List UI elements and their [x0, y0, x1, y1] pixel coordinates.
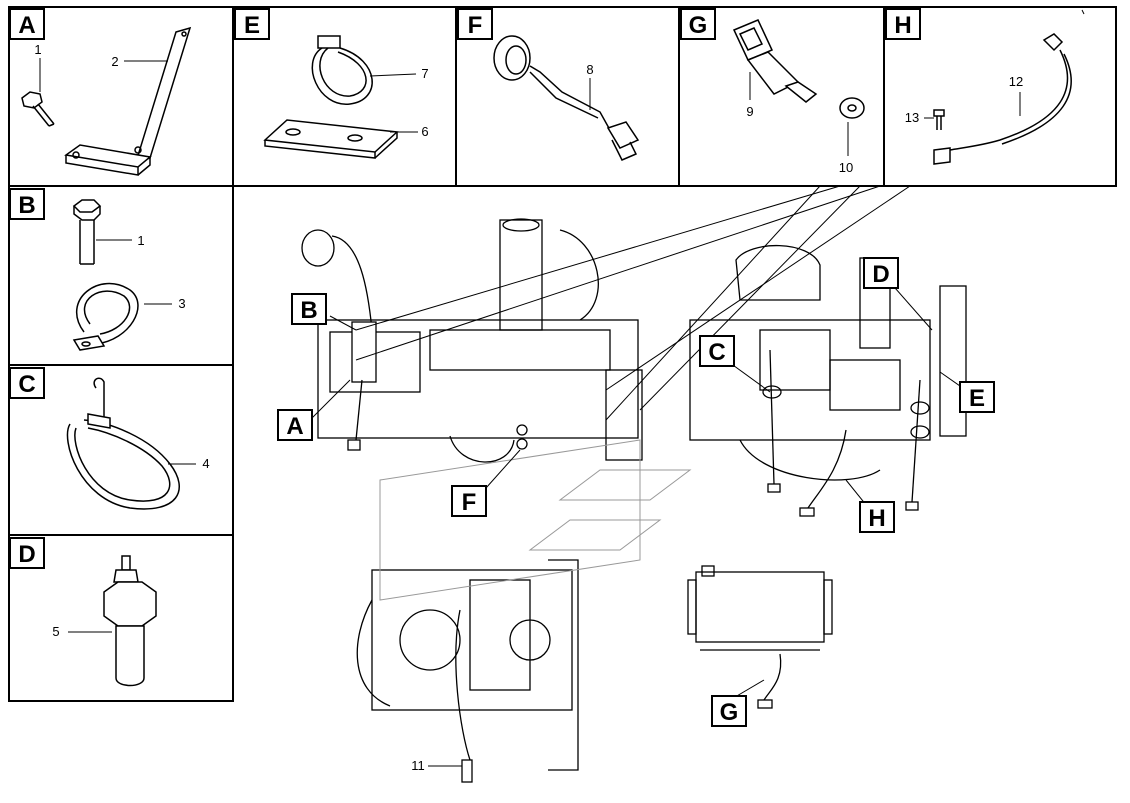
engine-rear-view — [689, 244, 967, 517]
part-11-label: 11 — [411, 758, 425, 773]
engine-side-view — [301, 218, 643, 463]
callout-a-letter: A — [286, 413, 303, 440]
panel-c-letter: C — [18, 371, 35, 398]
bolt-icon — [21, 91, 55, 127]
callout-g-box — [711, 695, 747, 727]
cable-tie-icon — [66, 377, 180, 510]
panel-g-part-10: 10 — [839, 160, 853, 175]
callout-a-box — [277, 409, 313, 441]
panel-h-letter: H — [894, 12, 911, 39]
panel-g-letter: G — [689, 12, 708, 39]
sensor-with-harness-icon — [493, 35, 640, 161]
callout-h-box — [859, 501, 895, 533]
callout-e-letter: E — [969, 385, 985, 412]
panel-h-part-13: 13 — [905, 110, 919, 125]
pressure-switch-icon — [732, 19, 818, 103]
bracket-icon — [64, 26, 192, 176]
panel-b-part-1: 1 — [137, 233, 144, 248]
control-unit-view — [687, 565, 833, 709]
panel-e-letter: E — [244, 12, 260, 39]
ground-cable-icon — [933, 33, 1072, 165]
washer-icon — [839, 97, 865, 119]
cable-tie-mount-icon — [311, 35, 373, 105]
p-clamp-icon — [72, 282, 139, 351]
callout-c-letter: C — [708, 339, 725, 366]
panel-e-part-7: 7 — [421, 66, 428, 81]
panel-g-part-9: 9 — [746, 104, 753, 119]
panel-a-part-2: 2 — [111, 54, 118, 69]
temperature-sensor-icon — [103, 555, 157, 687]
panel-e-part-6: 6 — [421, 124, 428, 139]
panel-h-part-12: 12 — [1009, 74, 1023, 89]
background-arrow-graphics — [379, 439, 692, 601]
callout-h-letter: H — [868, 505, 885, 532]
panel-d-letter: D — [18, 541, 35, 568]
callout-b-box — [291, 293, 327, 325]
panel-b-letter: B — [18, 192, 35, 219]
callout-f-letter: F — [462, 489, 477, 516]
sensor-icon — [301, 229, 373, 331]
callout-f-box — [451, 485, 487, 517]
panel-c-drawing — [66, 377, 196, 510]
panel-e-drawing — [263, 35, 418, 159]
panel-h-frame — [883, 6, 1117, 187]
callout-boxes: B A F C D E H G — [277, 257, 995, 727]
panel-d-part-5: 5 — [52, 624, 59, 639]
bolt-icon — [72, 199, 102, 265]
callout-b-letter: B — [300, 297, 317, 324]
panel-b-part-3: 3 — [178, 296, 185, 311]
panel-d-frame — [8, 534, 234, 702]
callout-d-box — [863, 257, 899, 289]
mounting-plate-icon — [263, 119, 399, 159]
panel-a-letter: A — [18, 12, 35, 39]
bolt-icon — [933, 109, 945, 130]
callout-c-box — [699, 335, 735, 367]
panel-h-drawing — [924, 9, 1085, 165]
panel-letters: A E F G H B C D — [9, 8, 921, 569]
panel-a-part-1: 1 — [34, 42, 41, 57]
ecu-box-icon — [687, 565, 833, 651]
callout-e-box — [959, 381, 995, 413]
callout-g-letter: G — [720, 699, 739, 726]
engine-front-view — [356, 559, 579, 783]
panel-b-drawing — [72, 199, 172, 351]
panel-f-part-8: 8 — [586, 62, 593, 77]
panel-f-drawing — [493, 35, 640, 161]
callout-d-letter: D — [872, 261, 889, 288]
panel-f-letter: F — [468, 12, 483, 39]
panel-c-part-4: 4 — [202, 456, 209, 471]
panel-a-drawing — [21, 26, 192, 176]
panel-d-drawing — [68, 555, 157, 687]
panel-g-drawing — [732, 19, 865, 156]
